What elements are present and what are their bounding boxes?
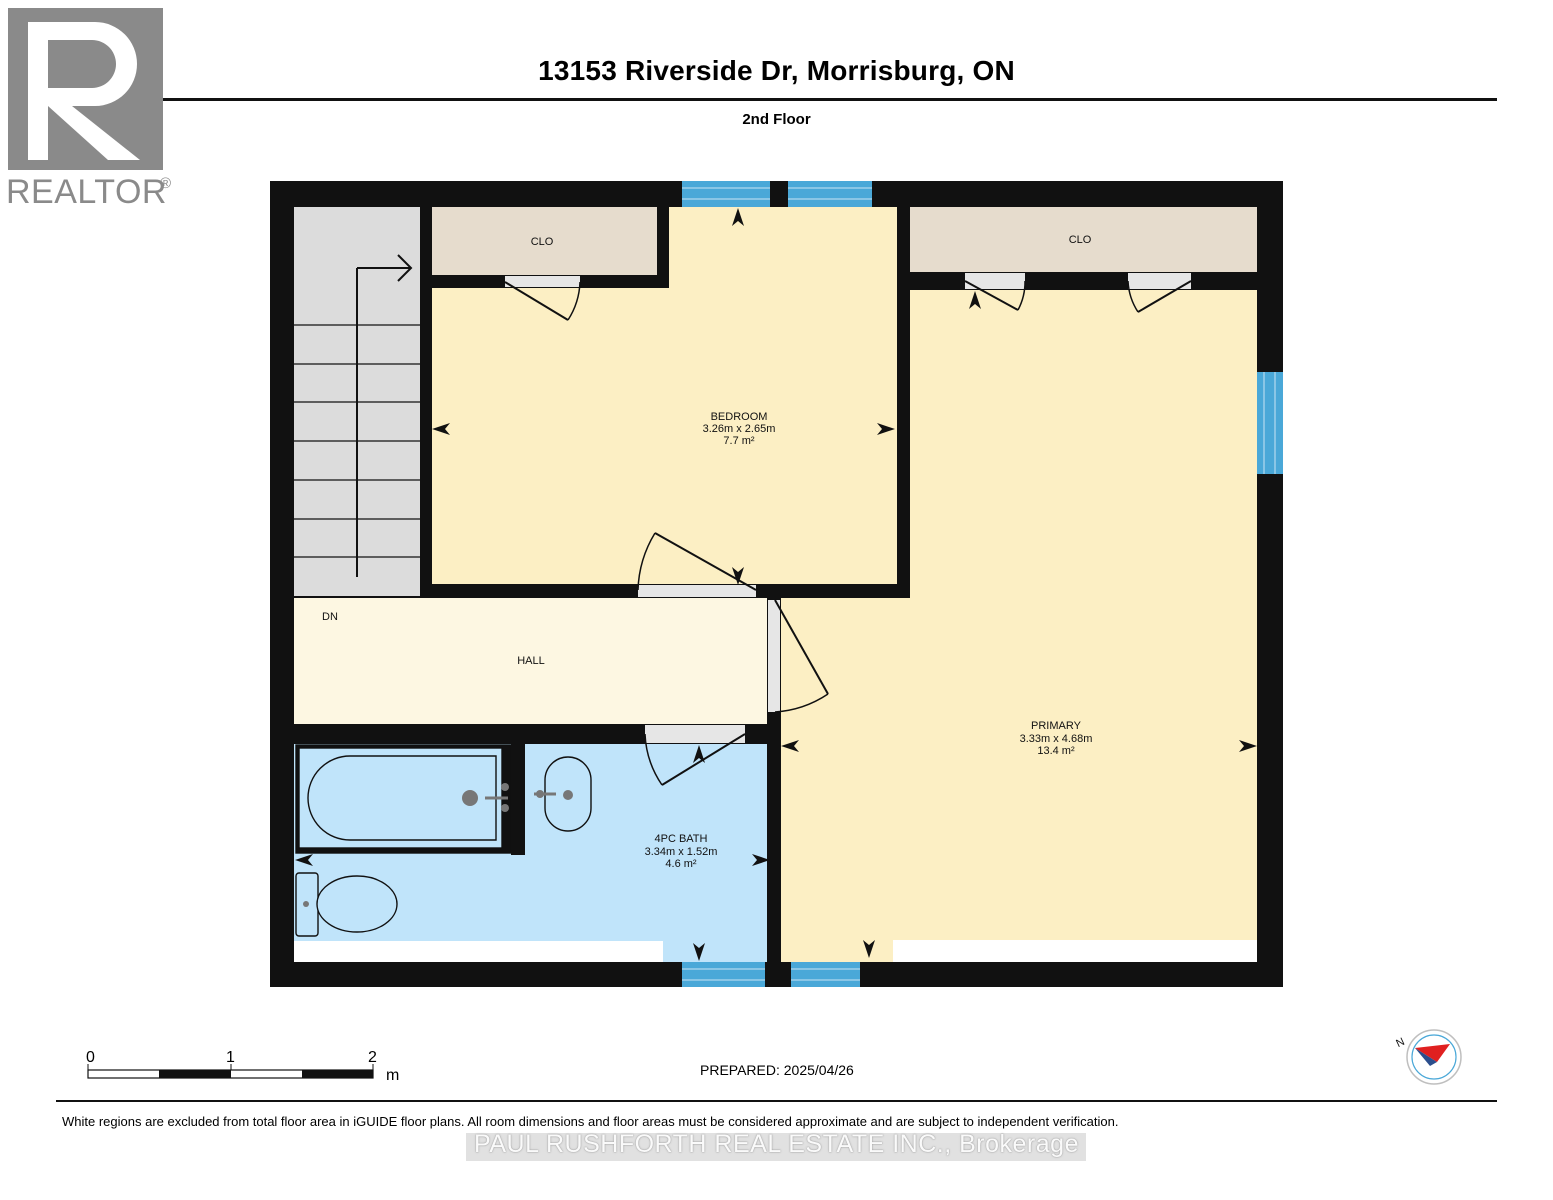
brokerage-watermark-bg	[466, 1133, 1086, 1161]
sink	[534, 756, 592, 832]
compass-north-label: N	[1394, 1036, 1406, 1050]
page-title: 13153 Riverside Dr, Morrisburg, ON	[538, 55, 1015, 86]
doors	[504, 273, 1192, 786]
scale-label-0: 0	[86, 1049, 95, 1066]
title-divider	[56, 98, 1497, 101]
windows	[682, 181, 1283, 987]
dimension-arrows	[295, 208, 1257, 961]
prepared-date: PREPARED: 2025/04/26	[700, 1062, 854, 1078]
closet-1	[427, 207, 657, 275]
hall-label: HALL	[517, 655, 545, 667]
bedroom-label: BEDROOM	[711, 411, 768, 423]
primary-label: PRIMARY	[1031, 720, 1082, 732]
footer-divider	[56, 1100, 1497, 1102]
excluded-region-2	[893, 940, 1257, 962]
scale-bar: 0 1 2 m	[86, 1049, 399, 1084]
realtor-logo: REALTOR ®	[6, 8, 171, 211]
primary-dims: 3.33m x 4.68m	[1020, 733, 1093, 745]
toilet	[295, 872, 398, 937]
bath-dims: 3.34m x 1.52m	[645, 846, 718, 858]
realtor-logo-text: REALTOR	[6, 173, 167, 211]
closet-2	[901, 207, 1257, 272]
scale-unit: m	[386, 1067, 399, 1084]
primary-area: 13.4 m²	[1037, 745, 1075, 757]
stair-treads	[294, 254, 420, 577]
floor-label: 2nd Floor	[742, 111, 811, 128]
excluded-region-1	[294, 941, 663, 962]
bath-area: 4.6 m²	[665, 858, 697, 870]
primary-floor	[781, 290, 1257, 962]
hall-floor	[294, 598, 767, 724]
bathtub	[295, 744, 525, 855]
bedroom-floor	[432, 207, 897, 584]
registered-mark: ®	[160, 175, 171, 192]
scale-label-2: 2	[368, 1049, 377, 1066]
bath-label: 4PC BATH	[655, 833, 708, 845]
disclaimer-text: White regions are excluded from total fl…	[62, 1114, 1119, 1129]
scale-label-1: 1	[226, 1049, 235, 1066]
bedroom-dims: 3.26m x 2.65m	[703, 423, 776, 435]
closet-1-label: CLO	[531, 236, 554, 248]
brokerage-watermark: PAUL RUSHFORTH REAL ESTATE INC., Brokera…	[474, 1130, 1079, 1158]
closet-2-label: CLO	[1069, 234, 1092, 246]
bath-floor-extension	[663, 941, 771, 962]
stairs-label: DN	[322, 611, 338, 623]
compass-icon: N	[1394, 1029, 1462, 1085]
bedroom-area: 7.7 m²	[723, 435, 755, 447]
